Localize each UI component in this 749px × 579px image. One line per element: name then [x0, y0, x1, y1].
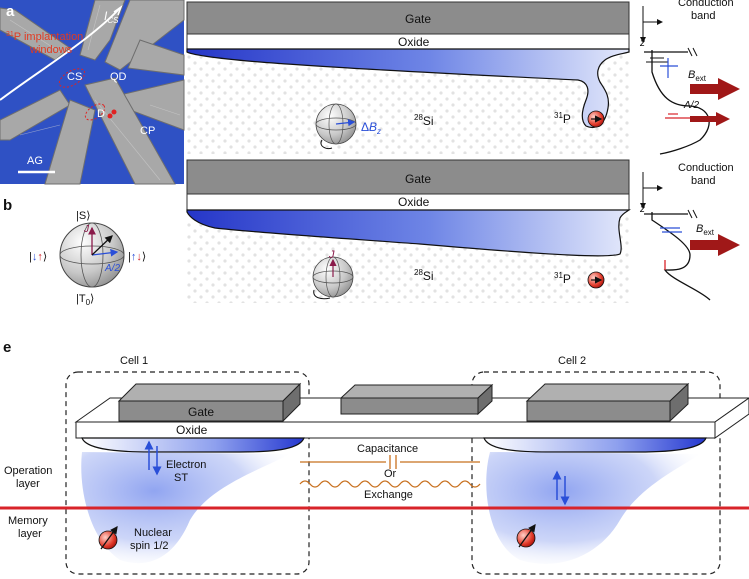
- conduction-label-c2: band: [691, 10, 715, 22]
- implant-window-qd: [84, 103, 106, 121]
- ics-label: ICS: [104, 9, 119, 25]
- p-label-d: 31P: [554, 271, 571, 286]
- electron-label-1: Electron: [166, 459, 206, 471]
- electron-well-e2: [483, 437, 707, 453]
- total-vector: [91, 235, 113, 256]
- oxide-label-d: Oxide: [398, 195, 430, 209]
- sem-electrodes: [0, 0, 185, 185]
- electron-well-e1: [81, 437, 305, 453]
- panel-d: d J Gate Oxide 28Si 31P Conduction ba: [186, 159, 740, 303]
- a2-vector: [91, 248, 119, 257]
- capacitance-symbol: [300, 455, 480, 469]
- panel-e-letter: e: [3, 339, 11, 356]
- implant-label: 31P implantation: [6, 31, 83, 43]
- capacitance-label: Capacitance: [357, 443, 418, 455]
- band-curve-d: [651, 212, 711, 301]
- implant-window-cs: [58, 68, 86, 88]
- band-plot-d: Conduction band z Bext: [639, 162, 740, 301]
- conduction-label-d1: Conduction: [678, 162, 734, 174]
- gate-label-e: Gate: [188, 405, 214, 419]
- qd-label: QD: [110, 71, 127, 83]
- si-label-c: 28Si: [414, 113, 434, 128]
- sem-texture: [9, 4, 181, 181]
- sphere-meridian: [80, 222, 104, 288]
- cell1-label: Cell 1: [120, 355, 148, 367]
- gate-block-e1: [117, 382, 302, 423]
- j-label-d: J: [328, 249, 335, 261]
- panel-b: b |S⟩ |T0⟩ |↓↑⟩ |↑↓⟩ J A/2: [3, 197, 146, 307]
- state-left: |↓↑⟩: [29, 251, 47, 263]
- electron-label-2: ST: [174, 472, 188, 484]
- ag-label: AG: [27, 155, 43, 167]
- si-label-d: 28Si: [414, 268, 434, 283]
- nuclear-spin-icon-e2: [518, 523, 536, 548]
- z-label-c: z: [639, 38, 645, 49]
- cell2-box: [471, 371, 721, 575]
- gate-block-e3: [525, 382, 690, 423]
- oxide-label-c: Oxide: [398, 35, 430, 49]
- gate-label-c: Gate: [405, 12, 431, 26]
- dbz-label: ΔBz: [361, 120, 381, 136]
- dot-d1: [107, 113, 113, 119]
- nuclear-label-2: spin 1/2: [130, 540, 169, 552]
- bext-label-d: Bext: [696, 223, 715, 237]
- panel-b-letter: b: [3, 197, 12, 214]
- dot-d2: [111, 109, 117, 115]
- a2-label: A/2: [104, 263, 120, 274]
- gate-label-d: Gate: [405, 172, 431, 186]
- panel-e: e Cell 1 Cell 2 Gate Oxide: [0, 339, 749, 575]
- operation-label-1: Operation: [4, 465, 52, 477]
- state-t0: |T0⟩: [76, 293, 94, 307]
- p-label-c: 31P: [554, 111, 571, 126]
- bext-arrow-icon: [690, 78, 740, 100]
- cp-label: CP: [140, 125, 155, 137]
- state-s: |S⟩: [76, 210, 91, 222]
- cell1-box: [65, 371, 310, 575]
- dbz-vector: [335, 119, 356, 127]
- z-label-d: z: [639, 204, 645, 215]
- cs-label: CS: [67, 71, 82, 83]
- state-right: |↑↓⟩: [128, 251, 146, 263]
- ics-arc: [0, 7, 121, 101]
- d-label: D: [97, 108, 105, 120]
- band-curve-c: [651, 50, 710, 155]
- a2-arrow-icon: [690, 112, 730, 126]
- operation-label-2: layer: [16, 478, 40, 490]
- ics-arrow-icon: [113, 4, 123, 16]
- panel-c: c ΔBz Gate Oxide 28Si 31P: [186, 0, 740, 155]
- gate-block: [186, 1, 630, 35]
- oxide-front: [75, 421, 716, 439]
- rotation-icon-d: [313, 289, 331, 300]
- bext-arrow-icon-d: [690, 234, 740, 256]
- oxide-label-e: Oxide: [176, 423, 208, 437]
- conduction-label-c1: Conduction: [678, 0, 734, 9]
- memory-label-1: Memory: [8, 515, 48, 527]
- j-label: J: [83, 224, 90, 235]
- memory-label-2: layer: [18, 528, 42, 540]
- or-label: Or: [384, 468, 397, 480]
- panel-a: a ICS 31P implantation windows CS QD D C…: [0, 0, 185, 185]
- exchange-wave: [299, 480, 481, 488]
- exchange-label: Exchange: [364, 489, 413, 501]
- conduction-label-d2: band: [691, 175, 715, 187]
- nuclear-spin-icon-e1: [100, 525, 118, 550]
- nuclear-label-1: Nuclear: [134, 527, 172, 539]
- bext-label-c: Bext: [688, 69, 707, 83]
- panel-a-letter: a: [6, 3, 15, 20]
- electron-well: [186, 48, 630, 129]
- oxide-side: [714, 397, 749, 439]
- gate-block-e2: [339, 383, 494, 416]
- rotation-icon: [320, 139, 333, 149]
- a2-label-c: A/2: [683, 100, 699, 111]
- band-plot-c: Conduction band z Bext A/2: [639, 0, 740, 155]
- implant-label-2: windows: [29, 44, 73, 56]
- electron-well-d: [186, 209, 631, 257]
- cell2-label: Cell 2: [558, 355, 586, 367]
